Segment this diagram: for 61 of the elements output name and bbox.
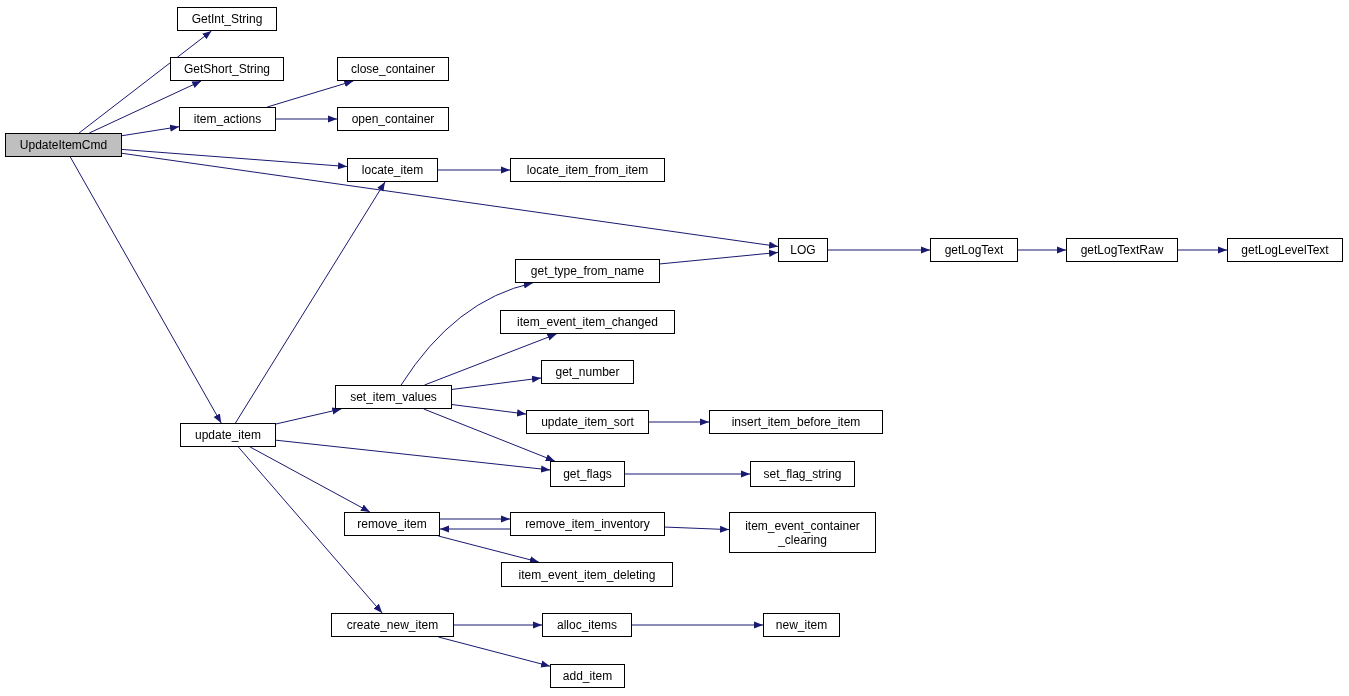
call-arrow — [648, 418, 710, 426]
function-box: add_item — [550, 664, 625, 688]
function-box: new_item — [763, 613, 840, 637]
call-arrow — [275, 407, 342, 425]
function-box: getLogTextRaw — [1066, 238, 1178, 262]
call-arrow — [121, 124, 180, 137]
call-arrow — [1017, 246, 1067, 254]
call-arrow — [424, 333, 557, 386]
function-box: create_new_item — [331, 613, 454, 637]
function-box: LOG — [778, 238, 828, 262]
function-box: UpdateItemCmd — [5, 133, 122, 157]
call-arrow — [78, 30, 212, 134]
call-arrow — [1177, 246, 1228, 254]
function-box: update_item — [180, 423, 276, 447]
call-arrow — [437, 535, 540, 564]
function-box: getLogLevelText — [1227, 238, 1343, 262]
function-box: item_actions — [179, 107, 276, 131]
call-arrow — [69, 156, 222, 424]
call-arrow — [266, 80, 354, 108]
call-arrow — [631, 621, 764, 629]
function-box: insert_item_before_item — [709, 410, 883, 434]
call-arrow — [439, 525, 511, 533]
call-arrow — [423, 408, 556, 462]
function-box: set_flag_string — [750, 461, 855, 487]
function-box: open_container — [337, 107, 449, 131]
call-arrow — [88, 80, 202, 134]
function-box: remove_item_inventory — [510, 512, 665, 536]
call-arrow — [275, 439, 551, 473]
function-box: GetInt_String — [177, 7, 277, 31]
function-box: GetShort_String — [170, 57, 284, 81]
call-arrow — [664, 525, 730, 533]
function-box: get_flags — [550, 461, 625, 487]
function-box: set_item_values — [335, 385, 452, 409]
call-arrow — [237, 446, 383, 614]
call-arrow — [275, 115, 338, 123]
call-arrow — [451, 404, 527, 417]
call-arrow — [400, 281, 534, 386]
call-arrow — [659, 249, 779, 265]
call-arrow — [827, 246, 931, 254]
call-arrow — [437, 636, 551, 668]
function-box: get_number — [541, 360, 634, 384]
call-arrow — [121, 152, 779, 249]
call-arrow — [451, 375, 542, 390]
function-box: alloc_items — [542, 613, 632, 637]
function-box: item_event_item_changed — [500, 310, 675, 334]
call-arrow — [453, 621, 543, 629]
function-box: item_event_item_deleting — [501, 562, 673, 587]
function-box: get_type_from_name — [515, 259, 660, 283]
function-box: locate_item_from_item — [510, 158, 665, 182]
call-arrow — [121, 148, 348, 170]
call-arrow — [234, 181, 386, 424]
call-arrow — [249, 446, 371, 513]
function-box: locate_item — [347, 158, 438, 182]
function-box: getLogText — [930, 238, 1018, 262]
function-box: close_container — [337, 57, 449, 81]
call-arrow — [439, 515, 511, 523]
call-arrow — [437, 166, 511, 174]
call-arrow — [624, 470, 751, 478]
function-box: remove_item — [344, 512, 440, 536]
function-box: update_item_sort — [526, 410, 649, 434]
function-box: item_event_container _clearing — [729, 512, 876, 553]
